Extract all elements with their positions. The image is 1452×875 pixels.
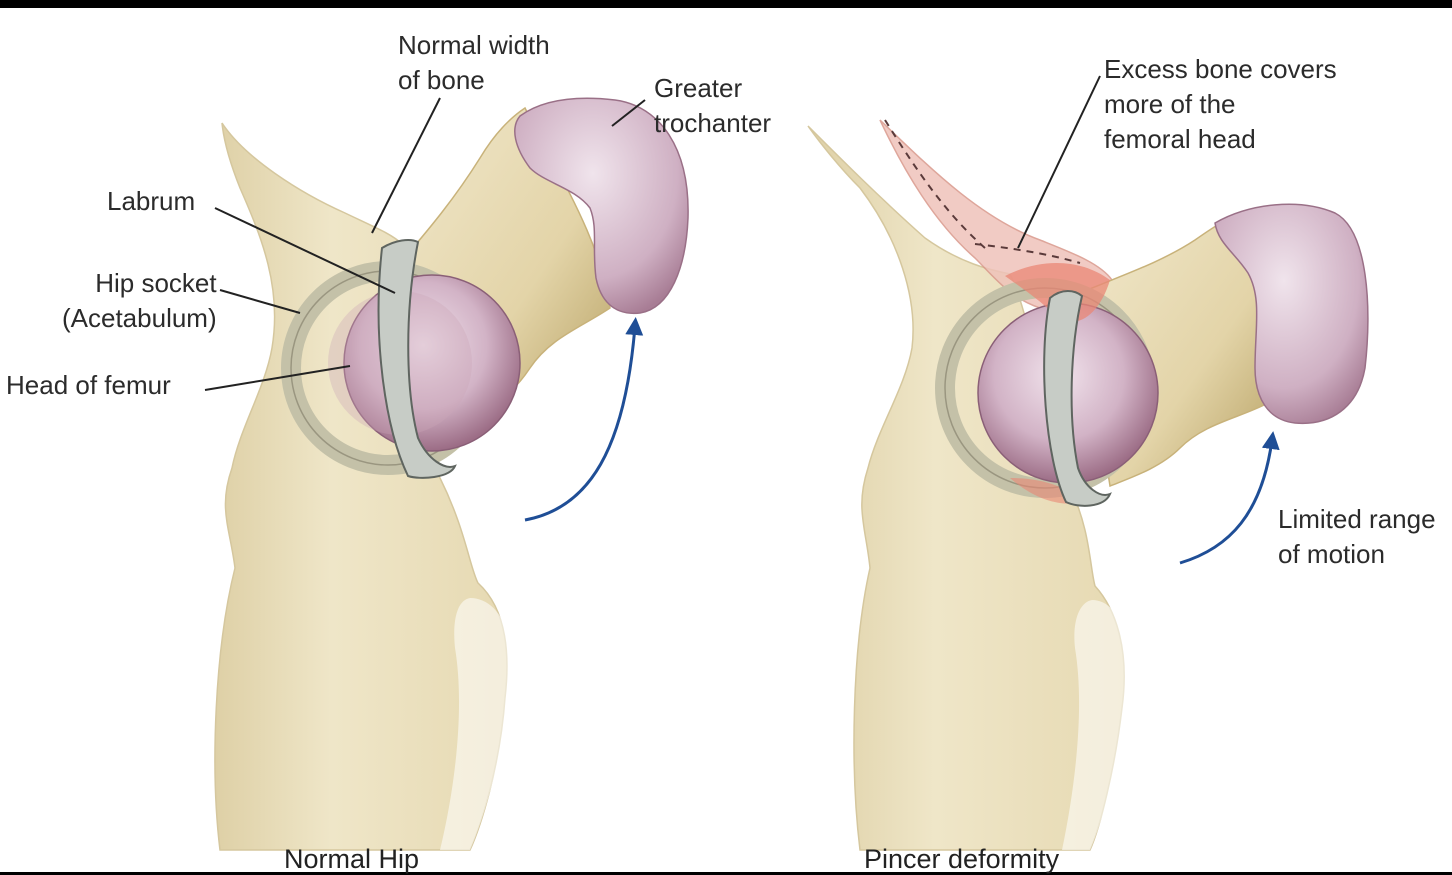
label-limited-range-line-1: Limited range	[1278, 502, 1436, 537]
label-hip-socket-line-2: (Acetabulum)	[62, 301, 217, 336]
label-hip-socket: Hip socket (Acetabulum)	[62, 266, 217, 336]
label-labrum: Labrum	[107, 184, 195, 219]
label-normal-width: Normal width of bone	[398, 28, 550, 98]
label-greater-trochanter-line-1: Greater	[654, 71, 771, 106]
label-greater-trochanter: Greater trochanter	[654, 71, 771, 141]
caption-normal-hip: Normal Hip	[284, 844, 419, 875]
leader-normal-width	[372, 98, 440, 233]
label-excess-bone: Excess bone covers more of the femoral h…	[1104, 52, 1337, 157]
normal-motion-arrow	[525, 326, 635, 520]
caption-pincer-deformity: Pincer deformity	[864, 844, 1059, 875]
label-excess-bone-line-1: Excess bone covers	[1104, 52, 1337, 87]
label-limited-range-line-2: of motion	[1278, 537, 1436, 572]
leader-excess-bone	[1018, 76, 1100, 248]
label-hip-socket-line-1: Hip socket	[62, 266, 217, 301]
normal-hip-figure	[215, 98, 688, 850]
label-excess-bone-line-2: more of the	[1104, 87, 1337, 122]
limited-motion-arrow	[1180, 440, 1272, 563]
label-normal-width-line-1: Normal width	[398, 28, 550, 63]
label-head-of-femur: Head of femur	[6, 368, 171, 403]
label-normal-width-line-2: of bone	[398, 63, 550, 98]
label-excess-bone-line-3: femoral head	[1104, 122, 1337, 157]
label-greater-trochanter-line-2: trochanter	[654, 106, 771, 141]
label-limited-range: Limited range of motion	[1278, 502, 1436, 572]
pincer-deformity-figure	[808, 120, 1368, 850]
